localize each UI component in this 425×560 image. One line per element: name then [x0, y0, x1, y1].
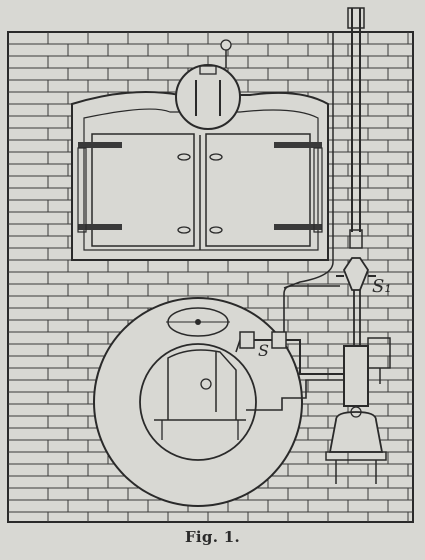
hinge-left-bottom	[78, 224, 122, 230]
gas-line-to-upper	[283, 261, 334, 289]
regulator-base	[325, 451, 387, 461]
door-handle-left-upper	[177, 153, 191, 161]
valve-label-upper: S₁	[372, 276, 392, 297]
inner-burner-knob	[200, 378, 212, 390]
regulator-bell	[328, 411, 384, 453]
burner-head	[199, 65, 217, 75]
top-oval-bolt	[195, 319, 201, 325]
hinge-right-top	[274, 142, 322, 148]
regulator-pin	[350, 406, 362, 418]
upper-valve-body	[342, 257, 370, 291]
door-handle-right-lower	[209, 226, 223, 234]
valve-label-lower: S	[258, 341, 269, 360]
right-oven-door	[205, 133, 311, 247]
left-oven-door	[91, 133, 195, 247]
hinge-right-bottom	[274, 224, 322, 230]
hinge-left-top	[78, 142, 122, 148]
hinge-plate-right	[313, 147, 323, 233]
door-inlet-valve	[239, 331, 255, 349]
feed-pipe-to-door-2	[246, 379, 344, 411]
pipe-top-fitting	[347, 7, 365, 29]
inner-round-door	[139, 343, 257, 461]
regulator-side-box	[367, 337, 391, 369]
inner-burner-frame	[167, 349, 237, 420]
door-handle-left-lower	[177, 226, 191, 234]
upper-oven-assembly	[71, 39, 329, 261]
upper-valve-cap	[349, 229, 363, 249]
loop-pipe-up	[283, 285, 340, 332]
inspection-port	[175, 64, 241, 130]
gauge-dial	[220, 39, 232, 51]
hinge-plate-left	[77, 147, 87, 233]
figure-caption: Fig. 1.	[184, 528, 241, 546]
mid-valve	[271, 331, 287, 349]
door-handle-right-upper	[209, 153, 223, 161]
lower-round-door-assembly	[93, 297, 303, 507]
regulator-piping	[235, 7, 391, 484]
regulator-cylinder	[343, 345, 369, 407]
